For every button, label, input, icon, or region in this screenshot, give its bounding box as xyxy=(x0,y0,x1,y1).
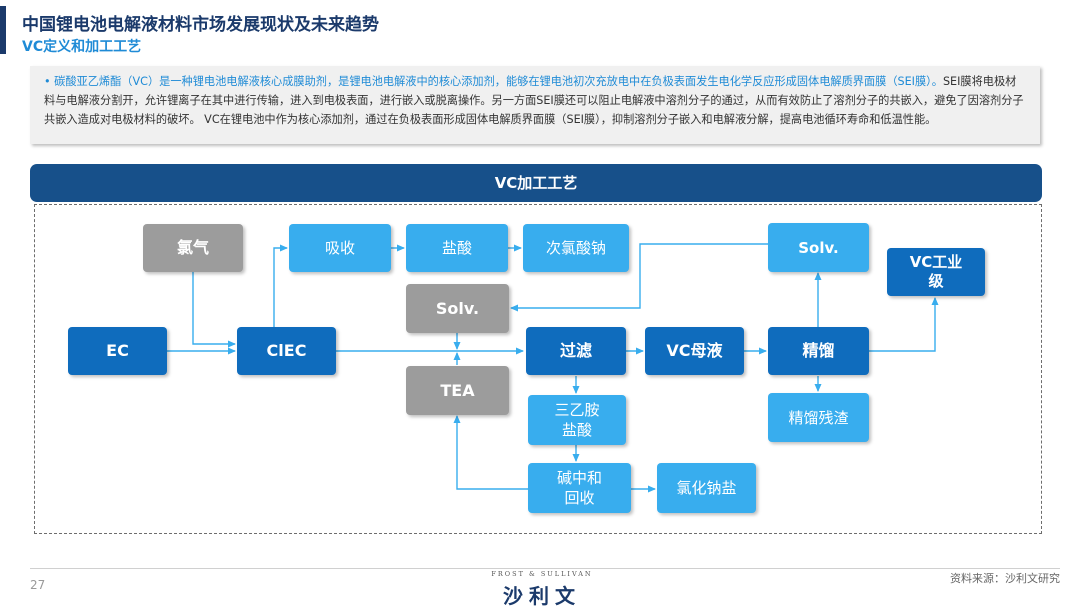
node-ec: EC xyxy=(68,327,167,375)
source-note: 资料来源：沙利文研究 xyxy=(950,572,1060,585)
arrow-solv-right-to-solv-left xyxy=(510,243,768,312)
brand-logo-en: FROST & SULLIVAN xyxy=(491,570,593,578)
page-title: 中国锂电池电解液材料市场发展现状及未来趋势 xyxy=(22,15,379,35)
node-hypochlorite: 次氯酸钠 xyxy=(523,224,629,272)
node-clec: ClEC xyxy=(237,327,336,375)
process-frame xyxy=(34,204,1042,534)
process-heading: VC加工工艺 xyxy=(30,164,1042,202)
node-rectify: 精馏 xyxy=(768,327,869,375)
node-solv-left: Solv. xyxy=(406,284,509,333)
node-nacl: 氯化钠盐 xyxy=(657,463,756,513)
brand-logo-cn: 沙利文 xyxy=(503,584,581,608)
footer-divider xyxy=(30,568,1060,569)
definition-body: SEI膜将电极材料与电解液分割开，允许锂离子在其中进行传输，进入到电极表面，进行… xyxy=(44,75,1024,126)
node-vc-industrial-grade: VC工业 级 xyxy=(887,248,985,296)
arrow-chlorine-to-clec xyxy=(192,272,236,348)
node-hcl: 盐酸 xyxy=(406,224,508,272)
definition-intro: 碳酸亚乙烯酯（VC）是一种锂电池电解液核心成膜助剂，是锂电池电解液中的核心添加剂… xyxy=(54,75,943,88)
page-subtitle: VC定义和加工工艺 xyxy=(22,39,142,55)
page-number: 27 xyxy=(30,578,46,592)
arrow-clec-to-absorb xyxy=(273,244,288,327)
bullet: • xyxy=(44,75,51,88)
node-neutralize-recover: 碱中和 回收 xyxy=(528,463,631,513)
node-absorb: 吸收 xyxy=(289,224,391,272)
node-triethylamine-hcl: 三乙胺 盐酸 xyxy=(528,395,626,445)
node-vc-mother-liquor: VC母液 xyxy=(645,327,744,375)
title-accent-bar xyxy=(0,6,6,54)
arrow-neutralize-to-tea xyxy=(453,415,528,490)
definition-box: • 碳酸亚乙烯酯（VC）是一种锂电池电解液核心成膜助剂，是锂电池电解液中的核心添… xyxy=(30,66,1040,144)
node-solv-right: Solv. xyxy=(768,223,869,272)
node-chlorine: 氯气 xyxy=(143,224,243,272)
node-rectify-residue: 精馏残渣 xyxy=(768,393,869,442)
arrow-rectify-to-vc-industrial xyxy=(869,297,939,352)
node-tea: TEA xyxy=(406,366,509,415)
node-filter: 过滤 xyxy=(526,327,626,375)
